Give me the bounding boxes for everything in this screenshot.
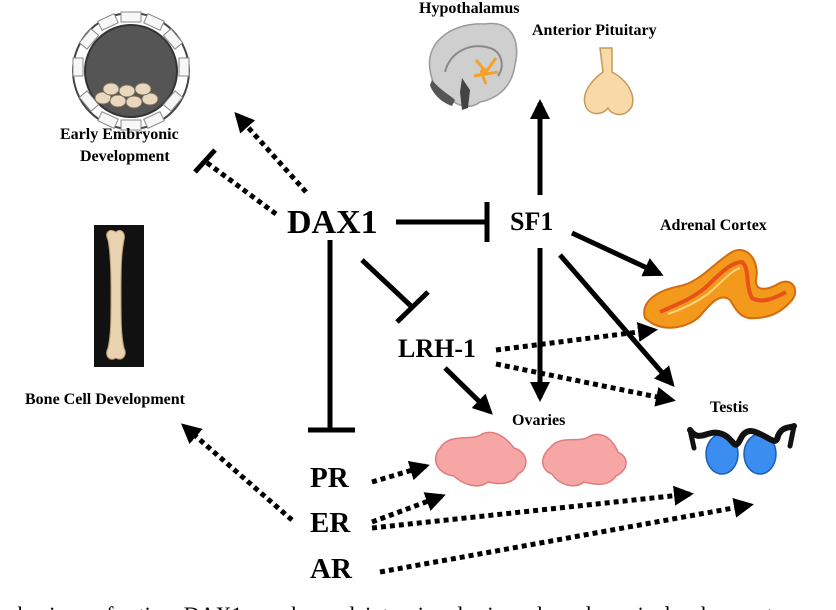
sf1-node: SF1	[510, 207, 553, 236]
lrh1-to-ovaries-arrow	[443, 366, 493, 415]
ar-to-testis-arrow	[379, 498, 754, 575]
brain-icon	[428, 22, 518, 110]
lrh1-inhibit-bar	[395, 290, 430, 324]
pituitary-icon	[583, 47, 634, 116]
dax1-to-embryonic-arrow	[234, 112, 308, 194]
early-embryonic-label-line1: Early Embryonic	[60, 126, 179, 143]
dax1-inhibits-embryonic-dotted	[204, 159, 278, 217]
adrenal-icon	[643, 249, 797, 329]
embryo-icon	[72, 11, 190, 131]
testis-label: Testis	[710, 399, 749, 416]
anterior-pituitary-label: Anterior Pituitary	[532, 22, 657, 39]
lrh1-node: LRH-1	[398, 334, 476, 363]
pr-to-ovaries-arrow	[371, 460, 430, 485]
er-node: ER	[310, 507, 351, 539]
pr-node: PR	[310, 462, 350, 494]
sf1-to-adrenal-arrow	[570, 230, 664, 277]
testis-icon	[687, 423, 797, 475]
er-to-ovaries-arrow	[371, 492, 446, 525]
lrh1-to-adrenal-arrow	[495, 322, 658, 353]
er-to-bone-arrow	[180, 423, 294, 522]
er-to-testis-arrow	[371, 485, 694, 531]
ovary-icon	[434, 431, 627, 487]
early-embryonic-label-line2: Development	[80, 148, 170, 165]
bone-icon	[94, 225, 144, 367]
ovaries-label: Ovaries	[512, 412, 565, 429]
dax1-inhibits-lrh1	[360, 258, 414, 309]
lrh1-to-testis-arrow	[495, 361, 676, 407]
figure-caption: echanisms of action. DAX1 may have pleio…	[0, 602, 773, 610]
ar-node: AR	[310, 553, 353, 585]
embryonic-inhibit-bar	[193, 148, 217, 174]
bone-cell-development-label: Bone Cell Development	[25, 391, 186, 408]
hypothalamus-label: Hypothalamus	[419, 0, 519, 17]
dax1-node: DAX1	[287, 204, 378, 241]
sf1-to-testis-arrow	[558, 253, 675, 388]
adrenal-cortex-label: Adrenal Cortex	[660, 217, 767, 234]
